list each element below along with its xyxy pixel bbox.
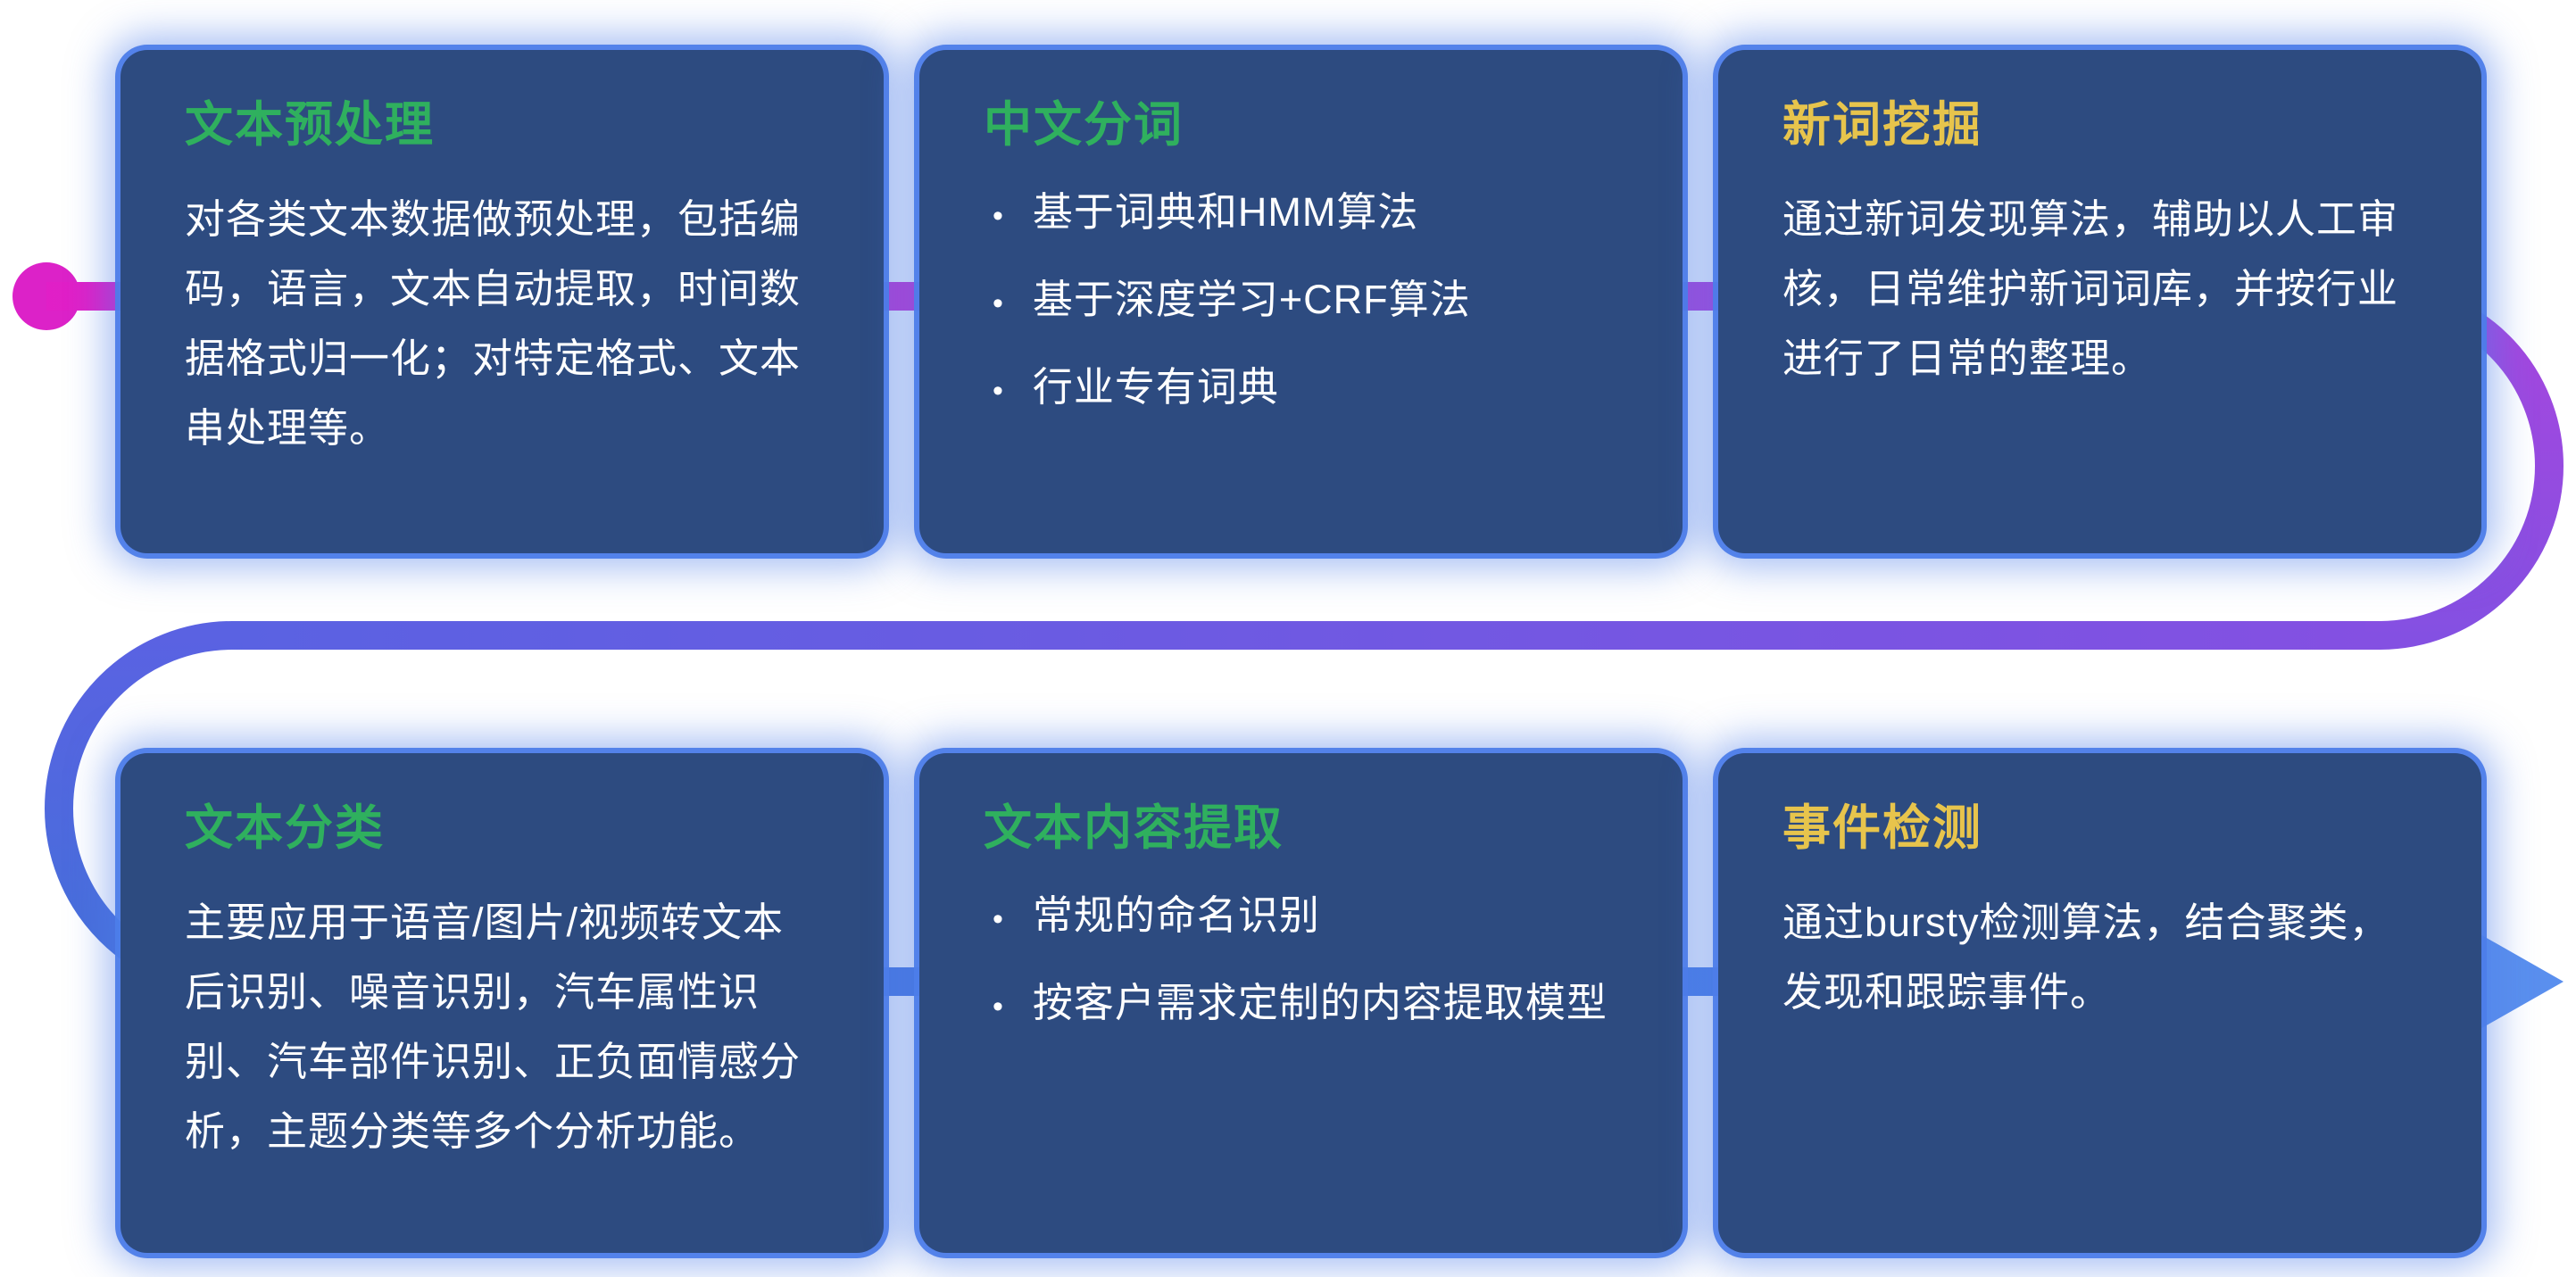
card-text-preprocessing: 文本预处理 对各类文本数据做预处理，包括编码，语言，文本自动提取，时间数据格式归… [120,50,884,553]
bullet-item: • 基于深度学习+CRF算法 [984,272,1618,331]
bullet-icon: • [993,286,1004,320]
bullet-item: • 行业专有词典 [984,360,1618,419]
card-body-text: 通过bursty检测算法，结合聚类，发现和跟踪事件。 [1782,899,2390,1015]
bullet-text: 基于深度学习+CRF算法 [1032,276,1471,322]
bullet-item: • 常规的命名识别 [984,888,1618,947]
bullet-icon: • [993,989,1004,1024]
card-chinese-word-segmentation: 中文分词 • 基于词典和HMM算法 • 基于深度学习+CRF算法 • 行业专有词… [919,50,1683,553]
bullet-icon: • [993,373,1004,408]
bullet-item: • 按客户需求定制的内容提取模型 [984,975,1618,1034]
card-event-detection: 事件检测 通过bursty检测算法，结合聚类，发现和跟踪事件。 [1718,753,2481,1253]
card-new-word-mining: 新词挖掘 通过新词发现算法，辅助以人工审核，日常维护新词词库，并按行业进行了日常… [1718,50,2481,553]
card-body-text: 通过新词发现算法，辅助以人工审核，日常维护新词词库，并按行业进行了日常的整理。 [1782,195,2399,381]
bullet-text: 基于词典和HMM算法 [1032,188,1419,235]
card-title: 事件检测 [1782,801,1982,855]
bullet-text: 按客户需求定制的内容提取模型 [1032,979,1608,1025]
bullet-text: 行业专有词典 [1032,363,1279,410]
card-title: 中文分词 [984,98,1184,152]
card-body-text: 主要应用于语音/图片/视频转文本后识别、噪音识别，汽车属性识别、汽车部件识别、正… [185,899,802,1154]
card-title: 文本预处理 [185,98,435,152]
card-text-classification: 文本分类 主要应用于语音/图片/视频转文本后识别、噪音识别，汽车属性识别、汽车部… [120,753,884,1253]
card-body-text: 对各类文本数据做预处理，包括编码，语言，文本自动提取，时间数据格式归一化；对特定… [185,195,802,451]
card-title: 新词挖掘 [1782,98,1982,152]
bullet-item: • 基于词典和HMM算法 [984,185,1618,244]
card-bullet-list: • 基于词典和HMM算法 • 基于深度学习+CRF算法 • 行业专有词典 [984,185,1618,419]
bullet-text: 常规的命名识别 [1032,891,1320,938]
card-title: 文本分类 [185,801,385,855]
right-arrow-icon [2472,930,2564,1033]
card-bullet-list: • 常规的命名识别 • 按客户需求定制的内容提取模型 [984,888,1618,1034]
bullet-icon: • [993,198,1004,233]
card-text-content-extraction: 文本内容提取 • 常规的命名识别 • 按客户需求定制的内容提取模型 [919,753,1683,1253]
card-title: 文本内容提取 [984,801,1284,855]
bullet-icon: • [993,901,1004,936]
